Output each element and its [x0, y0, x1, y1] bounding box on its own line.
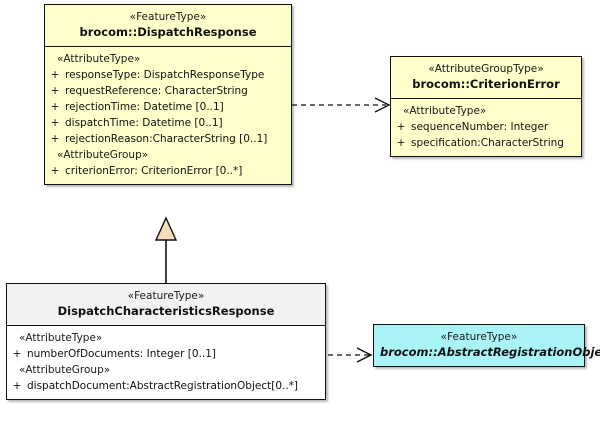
attribute-label: responseType: DispatchResponseType	[65, 69, 265, 81]
attribute-row[interactable]: + rejectionTime: Datetime [0..1]	[45, 99, 291, 115]
class-stereotype: «FeatureType»	[440, 331, 518, 343]
attribute-label: criterionError: CriterionError [0..*]	[65, 165, 243, 177]
attribute-label: rejectionTime: Datetime [0..1]	[65, 101, 224, 113]
class-body-dispatch-response: «AttributeType» + responseType: Dispatch…	[45, 47, 291, 184]
attribute-group-label: «AttributeType»	[403, 105, 487, 117]
class-box-criterion-error[interactable]: «AttributeGroupType» brocom::CriterionEr…	[390, 56, 582, 157]
attribute-label: sequenceNumber: Integer	[411, 121, 549, 133]
class-stereotype: «FeatureType»	[127, 290, 205, 302]
attribute-label: numberOfDocuments: Integer [0..1]	[27, 348, 217, 360]
attribute-row[interactable]: + specification:CharacterString	[391, 135, 581, 151]
visibility-marker: +	[50, 117, 60, 129]
attribute-label: requestReference: CharacterString	[65, 85, 248, 97]
generalization-dispatchcharacteristicsresponse-dispatchresponse[interactable]	[154, 216, 178, 283]
class-stereotype: «AttributeGroupType»	[428, 63, 544, 75]
class-body-dispatch-characteristics-response: «AttributeType» + numberOfDocuments: Int…	[7, 326, 325, 399]
attribute-label: specification:CharacterString	[411, 137, 564, 149]
visibility-marker: +	[12, 348, 22, 360]
attribute-row[interactable]: + sequenceNumber: Integer	[391, 119, 581, 135]
attribute-group-label: «AttributeGroup»	[19, 364, 111, 376]
class-header-dispatch-characteristics-response: «FeatureType» DispatchCharacteristicsRes…	[7, 284, 325, 326]
class-title: DispatchCharacteristicsResponse	[57, 304, 275, 318]
attribute-label: dispatchDocument:AbstractRegistrationObj…	[27, 380, 299, 392]
class-header-dispatch-response: «FeatureType» brocom::DispatchResponse	[45, 5, 291, 47]
attribute-row[interactable]: + rejectionReason:CharacterString [0..1]	[45, 131, 291, 147]
visibility-marker: +	[50, 85, 60, 97]
attribute-row[interactable]: + dispatchDocument:AbstractRegistrationO…	[7, 378, 325, 394]
dependency-dispatchcharacteristicsresponse-abstractregistrationobject[interactable]	[328, 347, 373, 363]
class-header-criterion-error: «AttributeGroupType» brocom::CriterionEr…	[391, 57, 581, 99]
visibility-marker: +	[396, 137, 406, 149]
class-box-abstract-registration-object[interactable]: «FeatureType» brocom::AbstractRegistrati…	[373, 324, 600, 367]
attribute-row[interactable]: + numberOfDocuments: Integer [0..1]	[7, 346, 325, 362]
class-stereotype: «FeatureType»	[129, 11, 207, 23]
visibility-marker: +	[50, 165, 60, 177]
attribute-row[interactable]: + criterionError: CriterionError [0..*]	[45, 163, 291, 179]
visibility-marker: +	[396, 121, 406, 133]
class-title: brocom::DispatchResponse	[79, 25, 257, 39]
dependency-dispatchresponse-criterionerror[interactable]	[292, 97, 391, 113]
class-header-abstract-registration-object: «FeatureType» brocom::AbstractRegistrati…	[374, 325, 600, 366]
attribute-label: dispatchTime: Datetime [0..1]	[65, 117, 223, 129]
attribute-row[interactable]: + requestReference: CharacterString	[45, 83, 291, 99]
visibility-marker: +	[50, 133, 60, 145]
visibility-marker: +	[50, 101, 60, 113]
attribute-row[interactable]: + dispatchTime: Datetime [0..1]	[45, 115, 291, 131]
class-body-criterion-error: «AttributeType» + sequenceNumber: Intege…	[391, 99, 581, 156]
attribute-label: rejectionReason:CharacterString [0..1]	[65, 133, 268, 145]
attribute-group-label: «AttributeType»	[57, 53, 141, 65]
attribute-group-label: «AttributeType»	[19, 332, 103, 344]
attribute-row[interactable]: + responseType: DispatchResponseType	[45, 67, 291, 83]
visibility-marker: +	[12, 380, 22, 392]
attribute-group-label: «AttributeGroup»	[57, 149, 149, 161]
class-title: brocom::AbstractRegistrationObject	[380, 345, 600, 359]
class-box-dispatch-response[interactable]: «FeatureType» brocom::DispatchResponse «…	[44, 4, 292, 185]
class-title: brocom::CriterionError	[412, 77, 560, 91]
class-box-dispatch-characteristics-response[interactable]: «FeatureType» DispatchCharacteristicsRes…	[6, 283, 326, 400]
visibility-marker: +	[50, 69, 60, 81]
